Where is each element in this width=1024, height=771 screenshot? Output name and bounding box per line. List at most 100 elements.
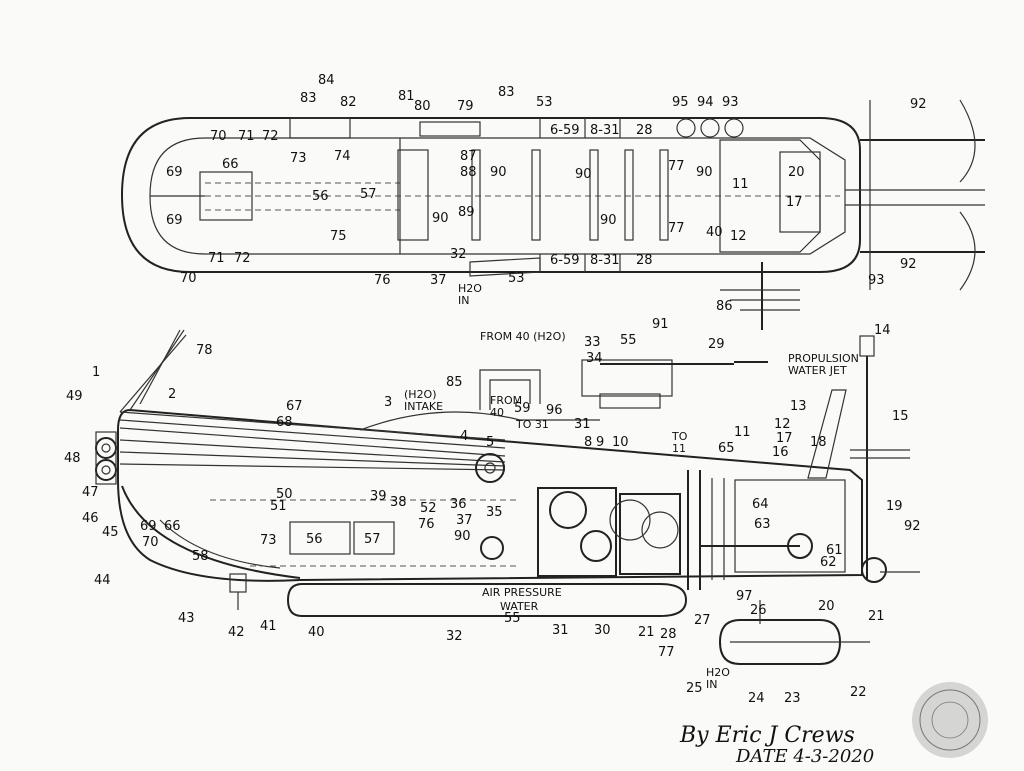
callout-30: 30 bbox=[594, 623, 611, 638]
callout-8-31: 8-31 bbox=[590, 123, 620, 138]
callout-21b: 21 bbox=[868, 609, 885, 624]
callout-34: 34 bbox=[586, 351, 603, 366]
callout-90e: 90 bbox=[696, 165, 713, 180]
callout-69b: 69 bbox=[166, 213, 183, 228]
callout-73: 73 bbox=[260, 533, 277, 548]
callout-32: 32 bbox=[446, 629, 463, 644]
callout-29: 29 bbox=[708, 337, 725, 352]
callout-70b: 70 bbox=[180, 271, 197, 286]
callout-45: 45 bbox=[102, 525, 119, 540]
callout-50: 50 bbox=[276, 487, 293, 502]
callout-76: 76 bbox=[374, 273, 391, 288]
callout-84: 84 bbox=[318, 73, 335, 88]
callout-83b: 83 bbox=[498, 85, 515, 100]
callout-66: 66 bbox=[164, 519, 181, 534]
callout-14: 14 bbox=[874, 323, 891, 338]
callout-77: 77 bbox=[668, 159, 685, 174]
callout-77b: 77 bbox=[668, 221, 685, 236]
inventor-signature: By Eric J Crews bbox=[679, 723, 855, 748]
callout-61: 61 bbox=[826, 543, 843, 558]
callout-55: 55 bbox=[504, 611, 521, 626]
callout-57: 57 bbox=[364, 532, 381, 547]
side-view-callouts: 78 1 49 2 67 68 3 85 48 47 46 45 69 66 7… bbox=[64, 317, 921, 706]
callout-1: 1 bbox=[92, 365, 100, 380]
callout-6-59b: 6-59 bbox=[550, 253, 580, 268]
callout-9: 9 bbox=[596, 435, 604, 450]
callout-89: 89 bbox=[458, 205, 475, 220]
callout-28: 28 bbox=[660, 627, 677, 642]
note-to-31: TO 31 bbox=[515, 418, 549, 431]
callout-96: 96 bbox=[546, 403, 563, 418]
callout-71: 71 bbox=[238, 129, 255, 144]
callout-65: 65 bbox=[718, 441, 735, 456]
callout-82: 82 bbox=[340, 95, 357, 110]
callout-71b: 71 bbox=[208, 251, 225, 266]
callout-28b: 28 bbox=[636, 253, 653, 268]
callout-46: 46 bbox=[82, 511, 99, 526]
callout-58: 58 bbox=[192, 549, 209, 564]
callout-40: 40 bbox=[706, 225, 723, 240]
signature-date: DATE 4-3-2020 bbox=[735, 746, 874, 767]
callout-92: 92 bbox=[910, 97, 927, 112]
callout-85: 85 bbox=[446, 375, 463, 390]
callout-67: 67 bbox=[286, 399, 303, 414]
callout-56: 56 bbox=[312, 189, 329, 204]
notary-seal bbox=[912, 682, 988, 758]
callout-37: 37 bbox=[430, 273, 447, 288]
callout-17: 17 bbox=[786, 195, 803, 210]
note-from-40-h2o: FROM 40 (H2O) bbox=[480, 330, 566, 343]
callout-91: 91 bbox=[652, 317, 669, 332]
top-view-callouts: 84 83 82 81 80 79 83 53 95 94 93 92 70 7… bbox=[166, 73, 927, 314]
callout-93b: 93 bbox=[868, 273, 885, 288]
callout-39: 39 bbox=[370, 489, 387, 504]
callout-64: 64 bbox=[752, 497, 769, 512]
callout-70: 70 bbox=[142, 535, 159, 550]
callout-76: 76 bbox=[418, 517, 435, 532]
note-air-pressure: AIR PRESSURE bbox=[482, 586, 562, 599]
callout-86: 86 bbox=[716, 299, 733, 314]
callout-3: 3 bbox=[384, 395, 392, 410]
callout-92: 92 bbox=[904, 519, 921, 534]
callout-73: 73 bbox=[290, 151, 307, 166]
callout-66: 66 bbox=[222, 157, 239, 172]
callout-12: 12 bbox=[774, 417, 791, 432]
callout-11: 11 bbox=[734, 425, 751, 440]
callout-38: 38 bbox=[390, 495, 407, 510]
callout-12: 12 bbox=[730, 229, 747, 244]
callout-87: 87 bbox=[460, 149, 477, 164]
callout-22: 22 bbox=[850, 685, 867, 700]
callout-31: 31 bbox=[574, 417, 591, 432]
callout-32: 32 bbox=[450, 247, 467, 262]
callout-69: 69 bbox=[140, 519, 157, 534]
callout-20: 20 bbox=[788, 165, 805, 180]
callout-11: 11 bbox=[732, 177, 749, 192]
callout-94: 94 bbox=[697, 95, 714, 110]
callout-88: 88 bbox=[460, 165, 477, 180]
callout-59: 59 bbox=[514, 401, 531, 416]
side-view: 78 1 49 2 67 68 3 85 48 47 46 45 69 66 7… bbox=[64, 317, 921, 706]
callout-13: 13 bbox=[790, 399, 807, 414]
callout-55: 55 bbox=[620, 333, 637, 348]
callout-27: 27 bbox=[694, 613, 711, 628]
callout-23: 23 bbox=[784, 691, 801, 706]
callout-33: 33 bbox=[584, 335, 601, 350]
callout-68: 68 bbox=[276, 415, 293, 430]
callout-21: 21 bbox=[638, 625, 655, 640]
callout-51: 51 bbox=[270, 499, 287, 514]
callout-2: 2 bbox=[168, 387, 176, 402]
callout-8: 8 bbox=[584, 435, 592, 450]
callout-70: 70 bbox=[210, 129, 227, 144]
note-h2o-intake: (H2O)INTAKE bbox=[404, 388, 443, 413]
callout-10: 10 bbox=[612, 435, 629, 450]
callout-80: 80 bbox=[414, 99, 431, 114]
callout-81: 81 bbox=[398, 89, 415, 104]
callout-28: 28 bbox=[636, 123, 653, 138]
callout-24: 24 bbox=[748, 691, 765, 706]
callout-57: 57 bbox=[360, 187, 377, 202]
callout-97: 97 bbox=[736, 589, 753, 604]
